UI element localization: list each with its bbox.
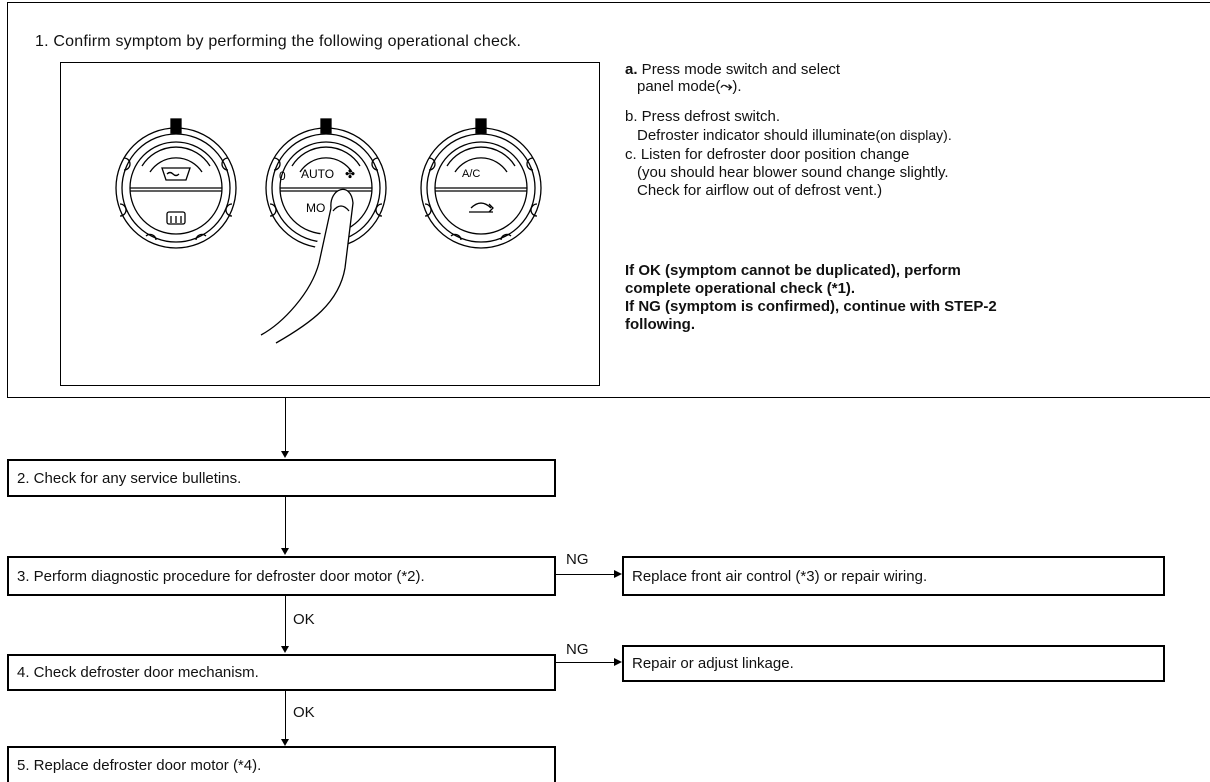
arrow-2-3 <box>281 548 289 555</box>
result-line-3: If NG (symptom is confirmed), continue w… <box>625 298 997 315</box>
instruction-c-line1: c. Listen for defroster door position ch… <box>625 146 910 163</box>
instruction-a-line2: panel mode(⤳). <box>637 78 742 95</box>
instruction-c-line3: Check for airflow out of defrost vent.) <box>637 182 883 199</box>
step3-ng-box: Replace front air control (*3) or repair… <box>622 556 1165 596</box>
arrow-4-5 <box>281 739 289 746</box>
step1-heading: 1. Confirm symptom by performing the fol… <box>35 33 522 50</box>
knob-defrost <box>115 127 237 249</box>
control-panel-figure: AUTO 0 MO A/C ✤ <box>60 62 600 386</box>
arrow-1-2 <box>281 451 289 458</box>
knob2-auto-label: AUTO <box>301 167 334 181</box>
result-line-4: following. <box>625 316 695 333</box>
connector-3-4 <box>285 596 286 648</box>
control-panel-illustration: AUTO 0 MO A/C ✤ <box>115 118 542 344</box>
knob2-zero-label: 0 <box>279 169 286 183</box>
arrow-3-4 <box>281 646 289 653</box>
connector-3-ng <box>556 574 616 575</box>
connector-4-ng <box>556 662 616 663</box>
ng-label-1: NG <box>566 551 589 568</box>
panel-mode-icon: ⤳ <box>720 78 733 95</box>
finger-illustration <box>260 188 354 344</box>
connector-4-5 <box>285 691 286 741</box>
arrow-3-ng <box>614 570 622 578</box>
step1-frame <box>7 2 1210 398</box>
result-line-1: If OK (symptom cannot be duplicated), pe… <box>625 262 961 279</box>
step4-box: 4. Check defroster door mechanism. <box>7 654 556 691</box>
instruction-b-line2: Defroster indicator should illuminate(on… <box>637 127 952 144</box>
step2-box: 2. Check for any service bulletins. <box>7 459 556 497</box>
fan-icon: ✤ <box>345 167 355 181</box>
instruction-a-line1: a. Press mode switch and select <box>625 61 841 78</box>
step3-text: 3. Perform diagnostic procedure for defr… <box>17 567 425 585</box>
step4-ng-box: Repair or adjust linkage. <box>622 645 1165 682</box>
connector-2-3 <box>285 497 286 548</box>
instruction-c-line2: (you should hear blower sound change sli… <box>637 164 949 181</box>
step2-text: 2. Check for any service bulletins. <box>17 469 242 487</box>
knob3-ac-label: A/C <box>462 168 480 180</box>
ng-label-2: NG <box>566 641 589 658</box>
step4-ng-text: Repair or adjust linkage. <box>632 655 794 672</box>
step5-text: 5. Replace defroster door motor (*4). <box>17 756 262 774</box>
ok-label-2: OK <box>293 704 315 721</box>
knob2-mode-label: MO <box>306 201 325 215</box>
arrow-4-ng <box>614 658 622 666</box>
step4-text: 4. Check defroster door mechanism. <box>17 664 259 681</box>
ok-label-1: OK <box>293 611 315 628</box>
instruction-b-line1: b. Press defrost switch. <box>625 108 781 125</box>
result-line-2: complete operational check (*1). <box>625 280 856 297</box>
step5-box: 5. Replace defroster door motor (*4). <box>7 746 556 782</box>
step3-ng-text: Replace front air control (*3) or repair… <box>632 567 928 585</box>
knob-ac <box>420 127 542 249</box>
connector-1-2 <box>285 398 286 451</box>
instruction-a-prefix: a. <box>625 61 638 78</box>
step3-box: 3. Perform diagnostic procedure for defr… <box>7 556 556 596</box>
